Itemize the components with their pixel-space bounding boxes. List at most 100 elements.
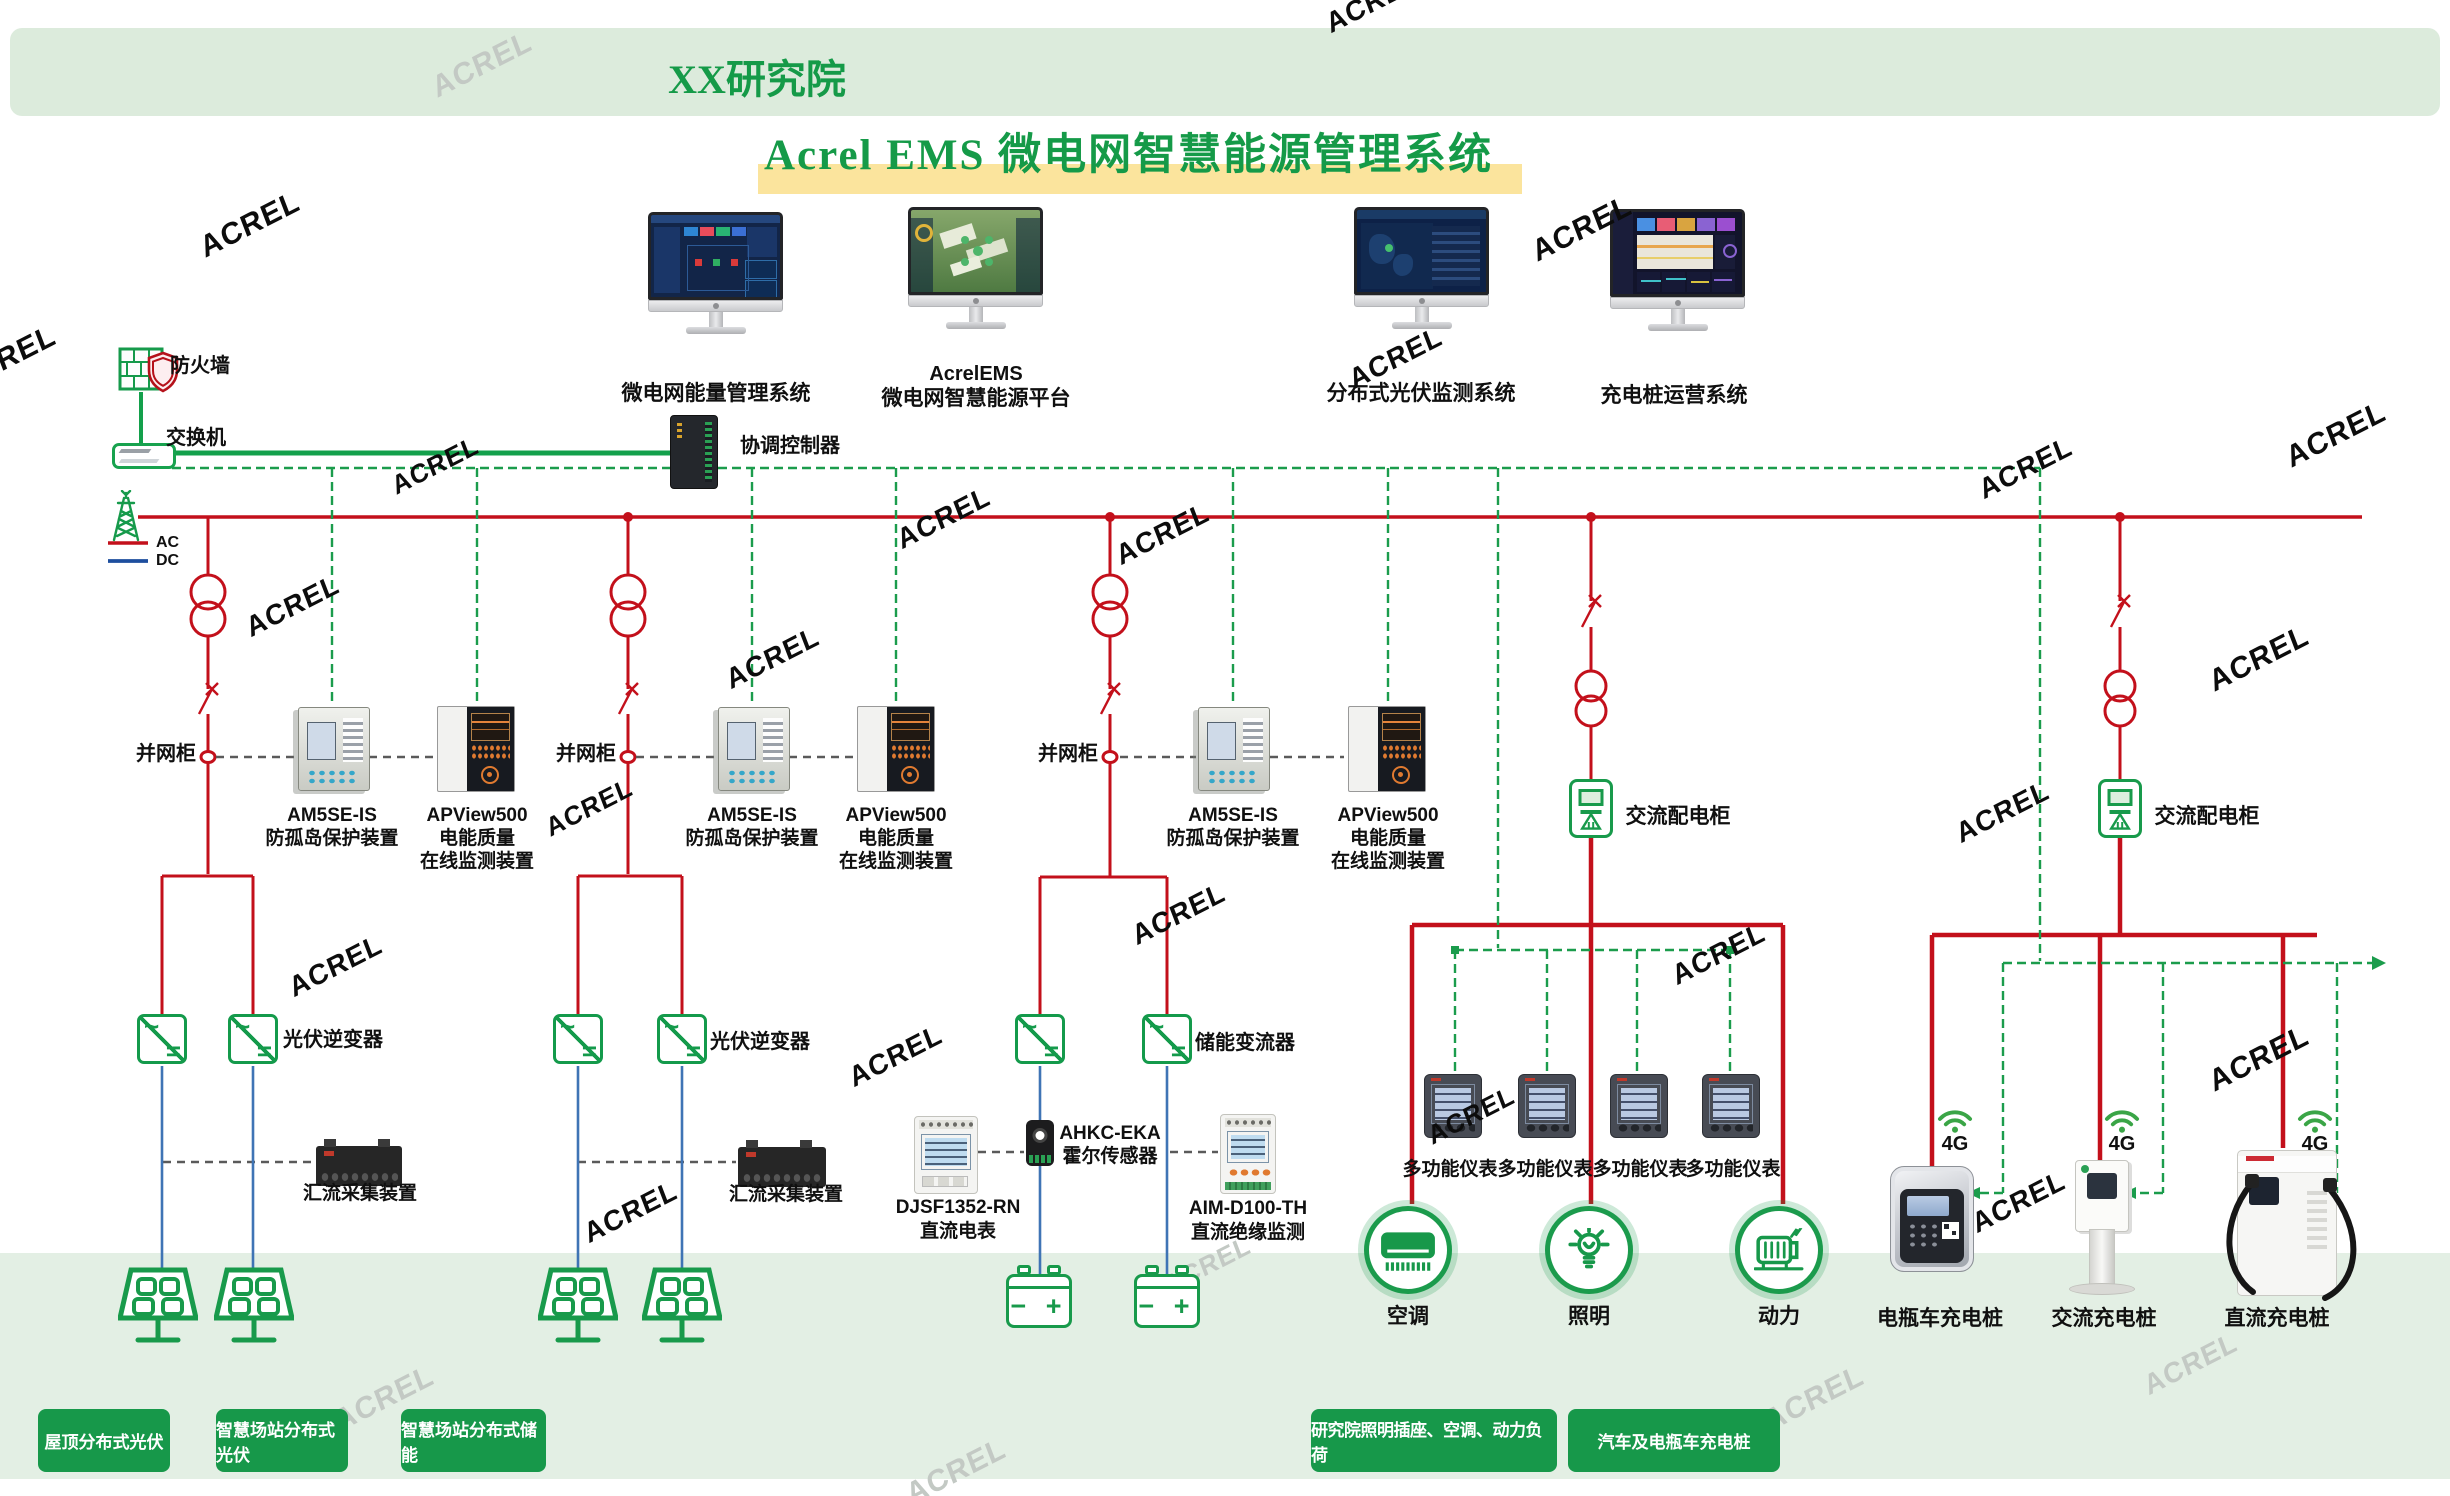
monitor-pv-label: 分布式光伏监测系统 [1326,382,1516,405]
ac-lines [108,512,2362,1204]
controller-icon [670,415,718,489]
dc-lines [160,1066,1169,1280]
combiner-device-1 [316,1139,402,1186]
dc-meter-label-2: 直流电表 [919,1221,997,1242]
ac-cabinet-label-2: 交流配电柜 [2154,805,2260,828]
solar-panel-icon-1 [118,1266,198,1350]
ac-charger-label: 交流充电桩 [2051,1307,2157,1330]
multimeter-device-2 [1518,1074,1576,1138]
monitor-ems-label: 微电网能量管理系统 [621,382,811,405]
am5se-label-1a: AM5SE-IS [287,805,377,826]
multimeter-label-2: 多功能仪表 [1497,1159,1593,1180]
power-label: 动力 [1758,1305,1800,1328]
aircon-load-icon [1364,1206,1452,1294]
multimeter-device-4 [1702,1074,1760,1138]
switch-icon [112,443,176,469]
apview-label-1c: 在线监测装置 [419,851,535,872]
dc-meter-device [914,1116,978,1194]
system-title: Acrel EMS 微电网智慧能源管理系统 [764,132,1494,179]
apview-label-2a: APView500 [845,805,947,826]
ac-cabinet-icon-2 [2098,779,2142,838]
monitor-platform-screen [908,207,1043,295]
ethernet-lines [139,392,678,456]
apview500-device-1 [437,706,515,792]
grid-tower-icon [104,490,148,542]
multimeter-label-3: 多功能仪表 [1592,1159,1688,1180]
pv-inverter-icon-3 [553,1011,603,1067]
multimeter-label-4: 多功能仪表 [1685,1159,1781,1180]
ebike-charger-device [1890,1166,1974,1272]
rs485-links [163,755,1344,1164]
wifi-4g-icon-1 [1934,1106,1976,1134]
header-band [10,28,2440,116]
hall-sensor-device [1026,1120,1054,1166]
g4-label-1: 4G [1941,1133,1969,1155]
comm-lines [172,466,2372,1195]
multimeter-device-1 [1424,1074,1482,1138]
ac-charger-pole [2089,1229,2115,1287]
apview-label-1b: 电能质量 [438,828,516,849]
switch-label: 交换机 [166,427,226,449]
insulation-label-2: 直流绝缘监测 [1190,1222,1306,1243]
combiner-label-2: 汇流采集装置 [728,1184,844,1205]
legend-ac-label: AC [156,534,180,551]
monitor-platform-label-1: AcrelEMS [929,363,1023,385]
monitor-ems-screen [648,212,783,300]
wifi-4g-icon-3 [2294,1106,2336,1134]
g4-label-2: 4G [2108,1133,2136,1155]
ac-charger-base [2069,1283,2135,1295]
storage-converter-icon-2 [1142,1011,1192,1067]
wifi-4g-icon-2 [2101,1106,2143,1134]
insulation-monitor-device [1220,1114,1276,1194]
storage-converter-label: 储能变流器 [1195,1032,1295,1054]
apview500-device-2 [857,706,935,792]
am5se-device-1 [298,707,370,791]
pv-inverter-icon-4 [657,1011,707,1067]
apview-label-3b: 电能质量 [1349,828,1427,849]
hall-sensor-label-1: AHKC-EKA [1059,1123,1161,1144]
monitor-pv [1354,207,1489,329]
am5se-label-1b: 防孤岛保护装置 [265,828,399,849]
grid-cabinet-label-1: 并网柜 [136,743,196,765]
monitor-platform [908,207,1043,329]
banner-text: 屋顶分布式光伏 [44,1433,164,1452]
pv-inverter-icon-1 [137,1011,187,1067]
grid-cabinet-label-3: 并网柜 [1038,743,1098,765]
banner-station-pv: 智慧场站分布式光伏 [216,1409,348,1472]
storage-converter-icon-1 [1015,1011,1065,1067]
banner-rooftop-pv: 屋顶分布式光伏 [38,1409,170,1472]
dc-charger-cables [2226,1174,2357,1301]
ac-cabinet-icon-1 [1569,779,1613,838]
multimeter-label-1: 多功能仪表 [1402,1159,1498,1180]
pv-inverter-icon-2 [228,1011,278,1067]
ebike-charger-label: 电瓶车充电桩 [1877,1307,2003,1330]
insulation-label-1: AIM-D100-TH [1188,1198,1308,1219]
apview-label-3c: 在线监测装置 [1330,851,1446,872]
monitor-charger-label: 充电桩运营系统 [1600,384,1748,407]
apview-label-2c: 在线监测装置 [838,851,954,872]
am5se-label-2a: AM5SE-IS [707,805,797,826]
banner-vehicle-chargers: 汽车及电瓶车充电桩 [1568,1409,1780,1472]
aircon-label: 空调 [1387,1305,1429,1328]
banner-text: 研究院照明插座、空调、动力负荷 [1311,1420,1543,1465]
firewall-label: 防火墙 [170,355,230,377]
pv-inverter-label-1: 光伏逆变器 [283,1029,383,1051]
banner-institute-loads: 研究院照明插座、空调、动力负荷 [1311,1409,1557,1472]
monitor-pv-screen [1354,207,1489,295]
am5se-device-2 [718,707,790,791]
banner-text: 智慧场站分布式储能 [401,1420,537,1465]
banner-text: 智慧场站分布式光伏 [216,1420,335,1465]
pv-inverter-label-2: 光伏逆变器 [710,1031,810,1053]
apview-label-2b: 电能质量 [857,828,935,849]
monitor-charger-screen [1610,209,1745,297]
solar-panel-icon-2 [214,1266,294,1350]
monitor-ems [648,212,783,334]
lighting-load-icon [1545,1206,1633,1294]
combiner-label-1: 汇流采集装置 [302,1183,418,1204]
battery-icon-2 [1134,1265,1200,1328]
ac-cabinet-label-1: 交流配电柜 [1625,805,1731,828]
solar-panel-icon-4 [642,1266,722,1350]
dc-meter-label-1: DJSF1352-RN [895,1197,1021,1218]
dc-charger-label: 直流充电桩 [2224,1307,2330,1330]
